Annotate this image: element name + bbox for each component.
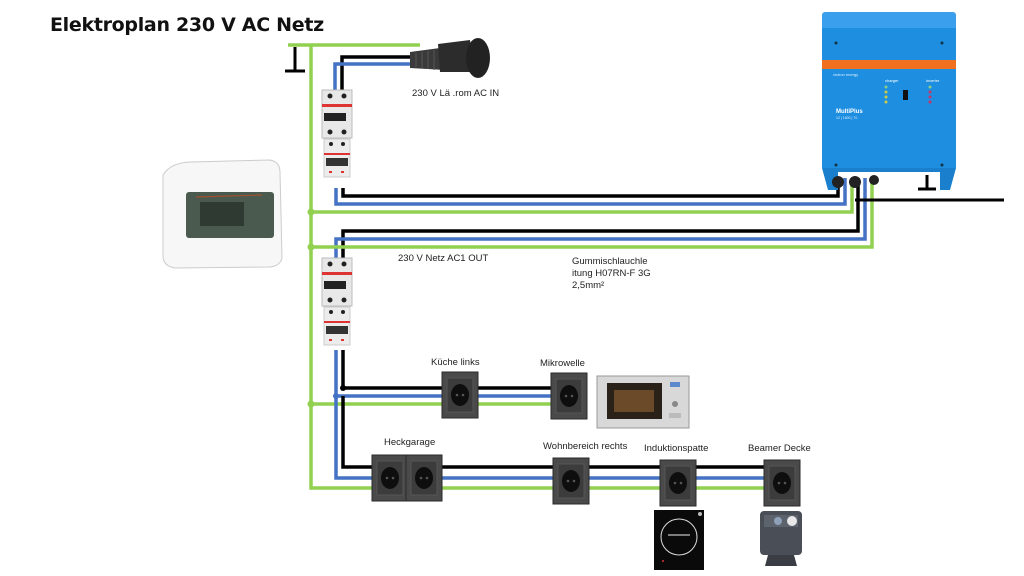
earth-wire-main — [309, 45, 380, 490]
projector-icon — [760, 511, 802, 566]
circuit-label-heckgarage: Heckgarage — [384, 437, 436, 448]
socket-icon — [441, 371, 479, 419]
socket-icon — [659, 459, 697, 507]
circuit2-phase — [341, 396, 780, 469]
junction-earth-2 — [307, 208, 315, 216]
circuit2-neutral — [334, 396, 780, 480]
ac-in-earth-to-inverter — [311, 178, 854, 214]
breaker-icon — [321, 257, 353, 346]
cable-spec-label: Gummischlauchle itung H07RN-F 3G 2,5mm² — [572, 256, 651, 291]
junction-earth-3 — [307, 243, 315, 251]
socket-icon — [763, 459, 801, 507]
socket-icon — [552, 457, 590, 505]
sockets — [371, 371, 801, 507]
shore-power-plug-icon — [410, 38, 490, 78]
inverter-charger-icon — [822, 12, 956, 190]
ac-in-neutral — [333, 62, 425, 90]
ac-out-label: 230 V Netz AC1 OUT — [398, 253, 489, 264]
page-title: Elektroplan 230 V AC Netz — [50, 14, 324, 36]
ac-out-phase — [341, 178, 860, 258]
inverter-model: MultiPlus — [836, 109, 863, 115]
junction-phase — [340, 385, 346, 391]
microwave-icon — [596, 375, 690, 429]
ground-symbol-icon — [285, 47, 305, 73]
socket-icon — [371, 454, 409, 502]
inverter-charger-label: charger — [885, 78, 899, 83]
inverter-subtitle: 12 | 1600 | 70 — [836, 116, 857, 120]
circuit-label-beamer-decke: Beamer Decke — [748, 443, 811, 454]
inverter-ground — [918, 175, 936, 191]
ac-in-neutral-to-inverter — [334, 178, 847, 206]
induction-hob-icon — [654, 510, 704, 570]
ac-in-phase — [340, 55, 425, 90]
junction-earth — [307, 400, 315, 408]
inverter-inverter-label: inverter — [926, 78, 940, 83]
circuit-label-kueche-links: Küche links — [431, 357, 480, 368]
circuit-label-induktionspatte: Induktionspatte — [644, 443, 709, 454]
circuit-label-mikrowelle: Mikrowelle — [540, 358, 585, 369]
socket-icon — [405, 454, 443, 502]
inverter-brand: victron energy — [833, 72, 858, 77]
ac-in-phase-to-inverter — [341, 178, 840, 198]
breaker-icon — [321, 89, 353, 178]
socket-icon — [550, 372, 588, 420]
ac-in-label: 230 V Lä .rom AC IN — [412, 88, 500, 99]
distribution-box-icon — [162, 159, 283, 269]
circuit-label-wohnbereich-rechts: Wohnbereich rechts — [543, 441, 628, 452]
